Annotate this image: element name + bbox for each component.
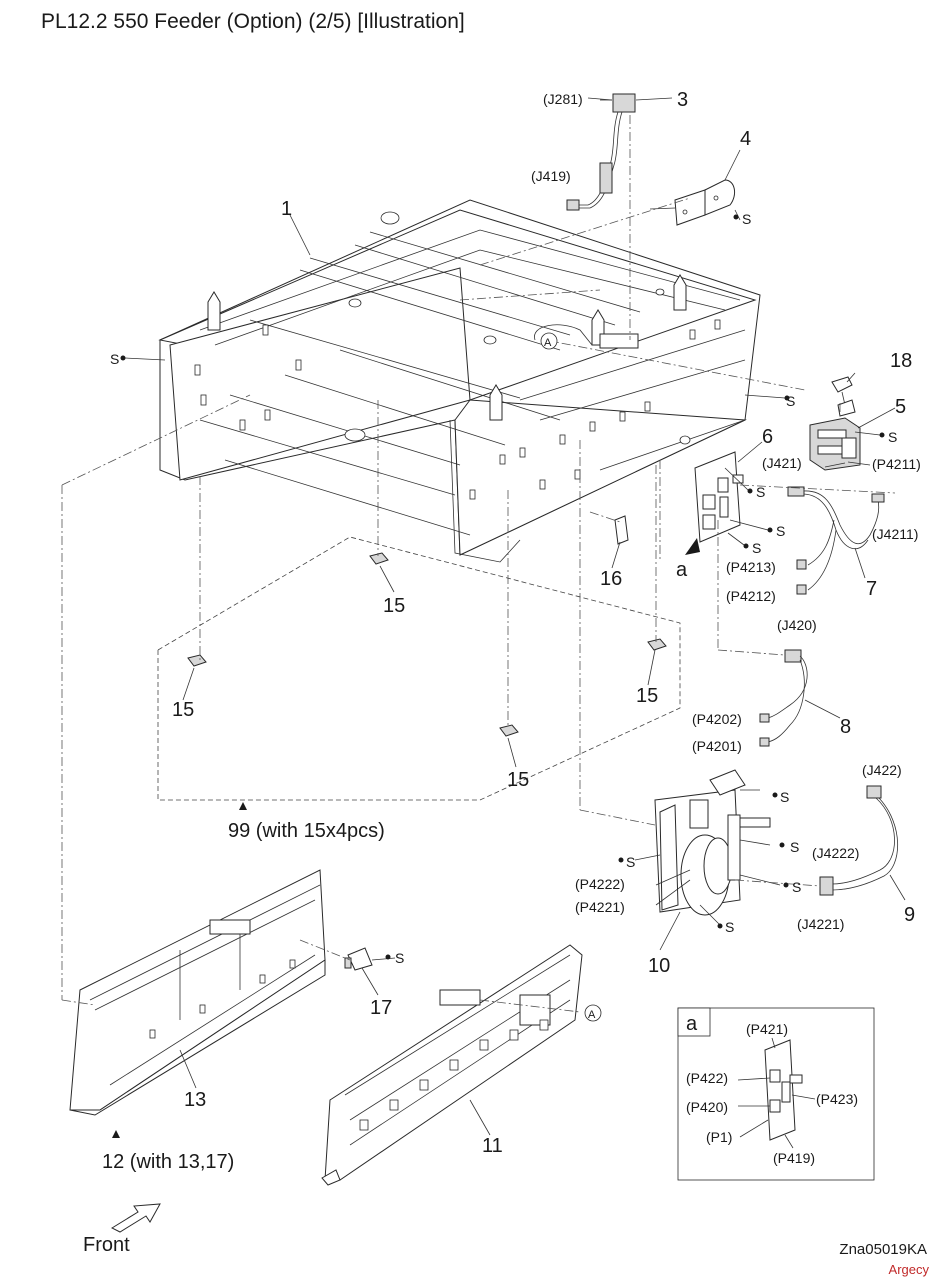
- connector-j420: (J420): [777, 617, 817, 633]
- bracket-part-16: [614, 515, 629, 545]
- screw-label: S: [110, 351, 119, 367]
- screw-label: S: [776, 523, 785, 539]
- screw-label: S: [790, 839, 799, 855]
- callout-15: 15: [172, 699, 194, 721]
- connector-j422: (J422): [862, 762, 902, 778]
- connector-p4213: (P4213): [726, 559, 776, 575]
- view-a-p420: (P420): [686, 1099, 728, 1115]
- callout-13: 13: [184, 1089, 206, 1111]
- connector-j281: (J281): [543, 91, 583, 107]
- reference-marker-a: A A: [540, 332, 602, 1022]
- callout-3: 3: [677, 89, 688, 111]
- connector-j421: (J421): [762, 455, 802, 471]
- leader-lines: [61, 99, 906, 1136]
- connector-p4222: (P4222): [575, 876, 625, 892]
- screw-label: S: [888, 429, 897, 445]
- actuator-part-18: [831, 376, 856, 417]
- screw-label: S: [780, 789, 789, 805]
- callout-12: 12 (with 13,17): [102, 1151, 234, 1173]
- connector-j4222: (J4222): [812, 845, 859, 861]
- callout-17: 17: [370, 997, 392, 1019]
- front-direction-arrow-icon: [110, 1203, 161, 1233]
- connector-labels: (J281) (J419) (J421) (P4211) (J4211) (P4…: [531, 91, 921, 932]
- screw-label: S: [742, 211, 751, 227]
- view-a-p1: (P1): [706, 1129, 732, 1145]
- view-a-pointer-label: a: [676, 559, 688, 581]
- screw-label: S: [752, 540, 761, 556]
- callout-arrows: [112, 802, 247, 1138]
- drive-assembly-part-10: [654, 769, 771, 916]
- view-a-tag: a: [686, 1013, 698, 1035]
- front-label: Front: [83, 1234, 130, 1256]
- cover-part-11: [321, 944, 583, 1186]
- callout-1: 1: [281, 198, 292, 220]
- callout-numbers: 1 3 4 5 6 7 8 9 10 11 13 16 17 18 15 15 …: [102, 89, 915, 1173]
- harness-part-3: [566, 93, 673, 211]
- page-title: PL12.2 550 Feeder (Option) (2/5) [Illust…: [41, 10, 465, 33]
- callout-5: 5: [895, 396, 906, 418]
- view-a-p419: (P419): [773, 1150, 815, 1166]
- callout-10: 10: [648, 955, 670, 977]
- callout-7: 7: [866, 578, 877, 600]
- connector-p4221: (P4221): [575, 899, 625, 915]
- connector-j419: (J419): [531, 168, 571, 184]
- screw-label: S: [792, 879, 801, 895]
- svg-text:A: A: [588, 1009, 596, 1021]
- detail-view-a: a (P421) (P422) (P423) (P420) (P1) (P419…: [677, 1007, 875, 1181]
- screw-markers: [120, 214, 885, 960]
- callout-6: 6: [762, 426, 773, 448]
- view-a-p423: (P423): [816, 1091, 858, 1107]
- pwb-part-6: [685, 451, 744, 555]
- connector-p4212: (P4212): [726, 588, 776, 604]
- screw-label: S: [725, 919, 734, 935]
- pads-part-15: [187, 552, 667, 737]
- callout-99: 99 (with 15x4pcs): [228, 820, 385, 842]
- screw-label: S: [395, 950, 404, 966]
- connector-p4202: (P4202): [692, 711, 742, 727]
- bracket-part-4: [674, 179, 736, 226]
- callout-8: 8: [840, 716, 851, 738]
- callout-15: 15: [383, 595, 405, 617]
- view-a-p421: (P421): [746, 1021, 788, 1037]
- harness-part-8: [759, 649, 808, 747]
- connector-j4221: (J4221): [797, 916, 844, 932]
- sensor-part-5: [809, 417, 861, 471]
- document-code: Zna05019KA: [839, 1241, 927, 1258]
- watermark: Argecy: [888, 1262, 929, 1277]
- view-a-p422: (P422): [686, 1070, 728, 1086]
- connector-j4211: (J4211): [872, 526, 918, 542]
- callout-9: 9: [904, 904, 915, 926]
- callout-18: 18: [890, 350, 912, 372]
- connector-p4201: (P4201): [692, 738, 742, 754]
- screw-label: S: [626, 854, 635, 870]
- rail-part-13: [69, 869, 326, 1116]
- connector-p4211: (P4211): [872, 456, 921, 472]
- svg-text:A: A: [544, 337, 552, 349]
- callout-15: 15: [636, 685, 658, 707]
- harness-part-9: [819, 785, 899, 896]
- harness-part-7: [787, 486, 885, 595]
- screw-labels: S S S S S S S S S S S S S: [110, 211, 897, 966]
- callout-4: 4: [740, 128, 751, 150]
- callout-15: 15: [507, 769, 529, 791]
- callout-11: 11: [482, 1135, 503, 1157]
- screw-label: S: [786, 393, 795, 409]
- screw-label: S: [756, 484, 765, 500]
- callout-16: 16: [600, 568, 622, 590]
- feeder-frame-part-1: [158, 199, 761, 563]
- spring-part-17: [344, 947, 373, 971]
